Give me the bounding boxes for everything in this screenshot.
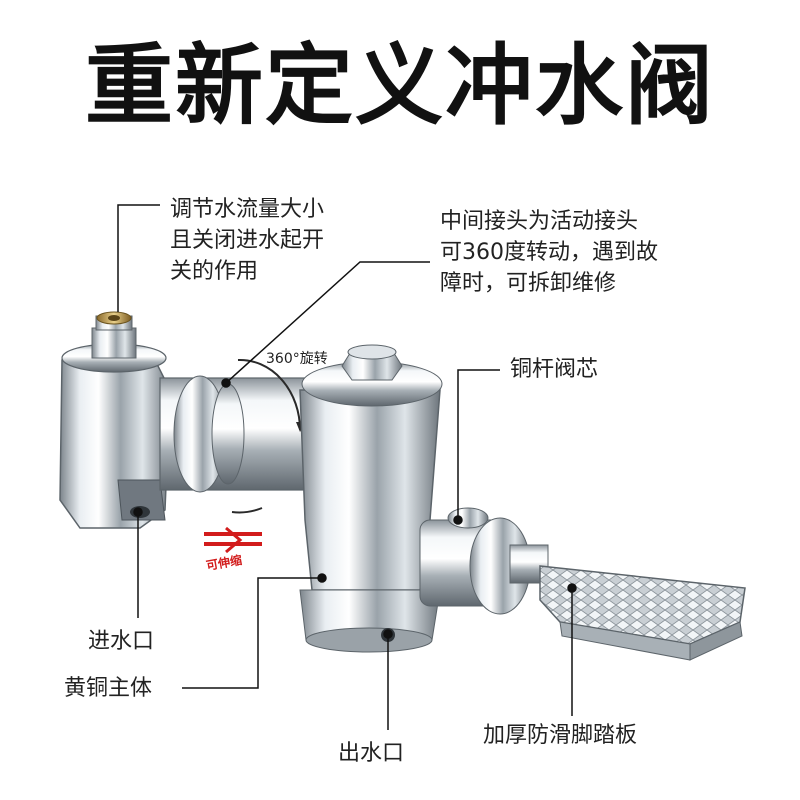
callout-adjust-line-2: 且关闭进水起开 [170,228,325,253]
callout-adjust-line-3: 关的作用 [170,259,259,284]
callout-joint-line-1: 中间接头为活动接头 [440,209,639,234]
callout-joint-line-2: 可360度转动，遇到故 [440,240,658,265]
leader-lines [117,204,577,730]
inlet-valve-body [59,311,171,529]
page-title: 重新定义冲水阀 [84,34,715,137]
callout-joint-line-3: 障时，可拆卸维修 [440,271,617,296]
rotate-label: 360°旋转 [266,351,328,367]
callout-brass-body: 黄铜主体 [64,676,153,701]
callout-valve-core: 铜杆阀芯 [510,357,599,382]
anti-slip-pedal [539,565,746,661]
connecting-pipe [159,358,321,514]
callout-outlet: 出水口 [338,741,405,766]
stretch-arrows [204,526,262,554]
callout-adjust-line-1: 调节水流量大小 [170,197,325,222]
valve-core-assembly [419,507,549,615]
callout-inlet: 进水口 [88,629,155,654]
callout-pedal: 加厚防滑脚踏板 [483,723,638,748]
brass-main-body [299,344,443,653]
rotate-arrow-bottom [231,507,263,514]
